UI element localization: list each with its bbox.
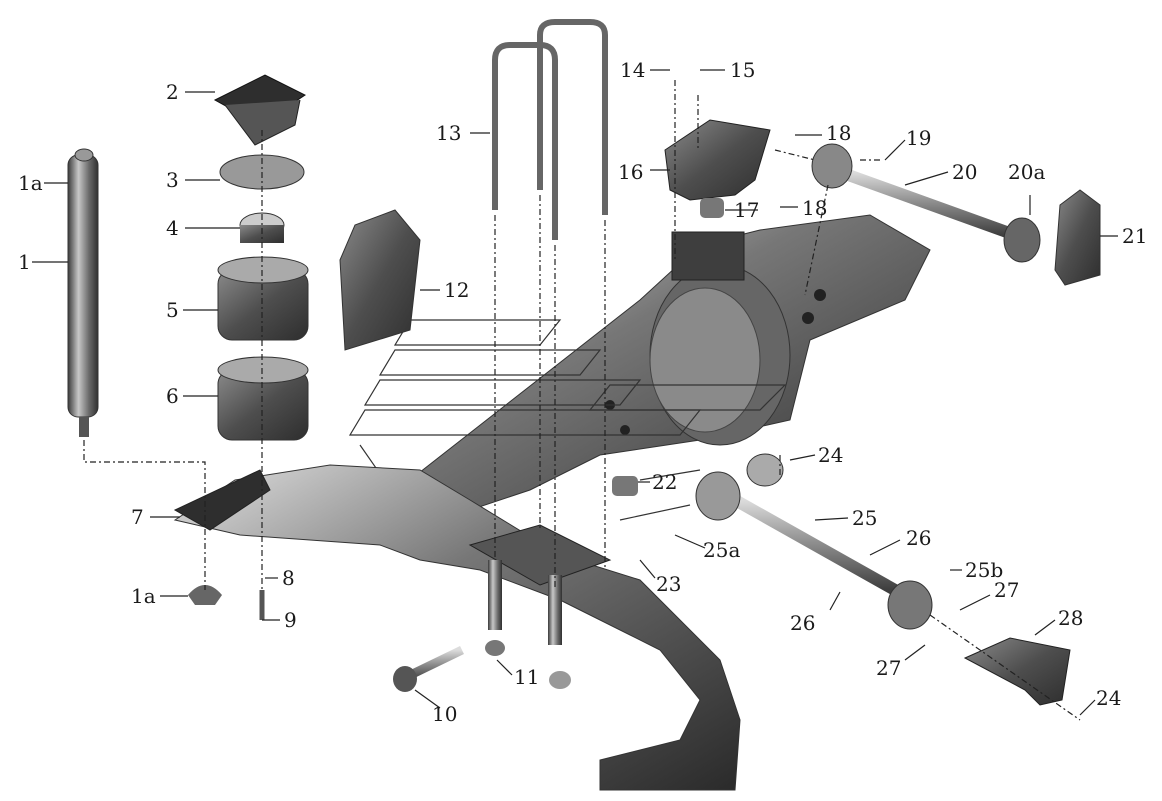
callout-24-top: 24 bbox=[818, 443, 844, 467]
callout-3: 3 bbox=[166, 168, 179, 192]
leader-lines bbox=[83, 80, 1081, 721]
bump-stop-block bbox=[339, 209, 421, 351]
callout-7: 7 bbox=[131, 505, 144, 529]
small-hardware bbox=[188, 585, 571, 692]
bushing-17 bbox=[700, 198, 724, 218]
leaf-spring-outlines bbox=[348, 319, 787, 561]
callout-12: 12 bbox=[444, 278, 470, 302]
callout-20: 20 bbox=[952, 160, 978, 184]
callout-10: 10 bbox=[432, 702, 458, 726]
callout-15: 15 bbox=[730, 58, 756, 82]
callout-1a-top: 1a bbox=[18, 171, 43, 195]
callout-23: 23 bbox=[656, 572, 682, 596]
washer-24 bbox=[746, 453, 784, 487]
callout-14: 14 bbox=[620, 58, 646, 82]
callout-6: 6 bbox=[166, 384, 179, 408]
callout-2: 2 bbox=[166, 80, 179, 104]
callout-26-top: 26 bbox=[906, 526, 932, 550]
callout-22: 22 bbox=[652, 470, 678, 494]
callout-20a: 20a bbox=[1008, 160, 1046, 184]
callout-18-top: 18 bbox=[826, 121, 852, 145]
callout-19: 19 bbox=[906, 126, 932, 150]
spring-pad-plate bbox=[468, 524, 612, 645]
callout-16: 16 bbox=[618, 160, 644, 184]
spacer-22 bbox=[612, 476, 638, 496]
callout-25: 25 bbox=[852, 506, 878, 530]
callout-1: 1 bbox=[18, 250, 31, 274]
callout-5: 5 bbox=[166, 298, 179, 322]
spring-stack bbox=[213, 74, 309, 441]
callout-27-bottom: 27 bbox=[876, 656, 902, 680]
callout-13: 13 bbox=[436, 121, 462, 145]
callout-4: 4 bbox=[166, 216, 179, 240]
bracket-21 bbox=[1054, 189, 1101, 286]
u-bolts bbox=[492, 19, 608, 240]
callout-27-top: 27 bbox=[994, 578, 1020, 602]
frame-rail bbox=[173, 464, 741, 791]
callout-21: 21 bbox=[1122, 224, 1148, 248]
callout-8: 8 bbox=[282, 566, 295, 590]
callout-25b: 25b bbox=[965, 558, 1004, 582]
callout-11: 11 bbox=[514, 665, 540, 689]
callout-18-mid: 18 bbox=[802, 196, 828, 220]
callout-17: 17 bbox=[734, 198, 760, 222]
callout-leaders bbox=[32, 69, 1118, 716]
bracket-28 bbox=[963, 637, 1071, 706]
shock-absorber bbox=[67, 148, 99, 437]
callout-28: 28 bbox=[1058, 606, 1084, 630]
callout-24-bottom: 24 bbox=[1096, 686, 1122, 710]
upper-torque-rod bbox=[811, 143, 1041, 263]
callout-9: 9 bbox=[284, 608, 297, 632]
lower-torque-rod bbox=[695, 471, 933, 630]
callout-1a-bottom: 1a bbox=[131, 584, 156, 608]
callout-26-bottom: 26 bbox=[790, 611, 816, 635]
callout-25a: 25a bbox=[703, 538, 741, 562]
upper-bracket bbox=[664, 119, 771, 201]
